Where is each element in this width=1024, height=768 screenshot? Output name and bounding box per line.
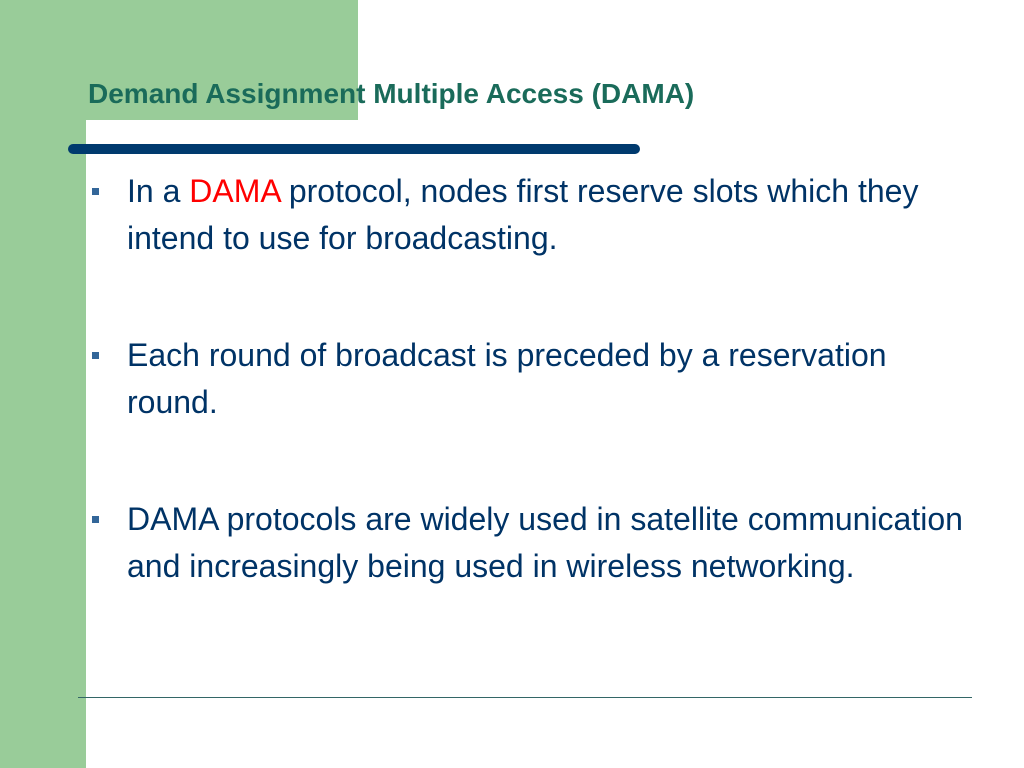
bullet-text: DAMA protocols are widely used in satell… — [127, 501, 963, 584]
bullet-list: In a DAMA protocol, nodes first reserve … — [86, 168, 966, 590]
footer-divider — [78, 697, 972, 698]
bullet-text-post: protocol, nodes first reserve slots whic… — [127, 173, 919, 256]
left-accent-bar — [0, 0, 86, 768]
square-bullet-icon — [92, 516, 99, 523]
slide-title: Demand Assignment Multiple Access (DAMA) — [88, 78, 695, 109]
title-underline — [68, 144, 640, 154]
bullet-text-pre: In a — [127, 173, 190, 209]
bullet-item: DAMA protocols are widely used in satell… — [86, 496, 966, 590]
square-bullet-icon — [92, 352, 99, 359]
top-accent-block — [0, 0, 358, 120]
bullet-item: Each round of broadcast is preceded by a… — [86, 332, 966, 426]
bullet-text: Each round of broadcast is preceded by a… — [127, 337, 887, 420]
bullet-highlight-term: DAMA — [189, 173, 280, 209]
bullet-item: In a DAMA protocol, nodes first reserve … — [86, 168, 966, 262]
square-bullet-icon — [92, 188, 99, 195]
